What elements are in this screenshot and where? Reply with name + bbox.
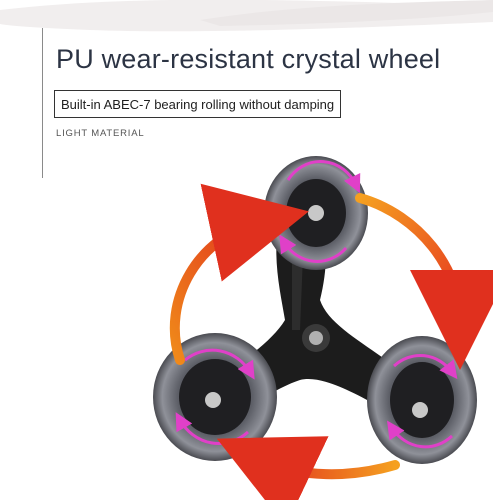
left-wheel [153,333,277,461]
headline: PU wear-resistant crystal wheel [56,44,441,74]
top-wheel [264,156,368,270]
subtitle-text: Built-in ABEC-7 bearing rolling without … [61,96,335,112]
right-wheel [367,336,477,464]
circular-arrow-icon [169,183,493,500]
subtitle-box: Built-in ABEC-7 bearing rolling without … [54,90,342,118]
caption-light-material: LIGHT MATERIAL [56,128,145,139]
wheel-rotation-arrow-icon [286,159,361,194]
accent-vertical-line [42,28,43,178]
center-hub [302,324,330,352]
